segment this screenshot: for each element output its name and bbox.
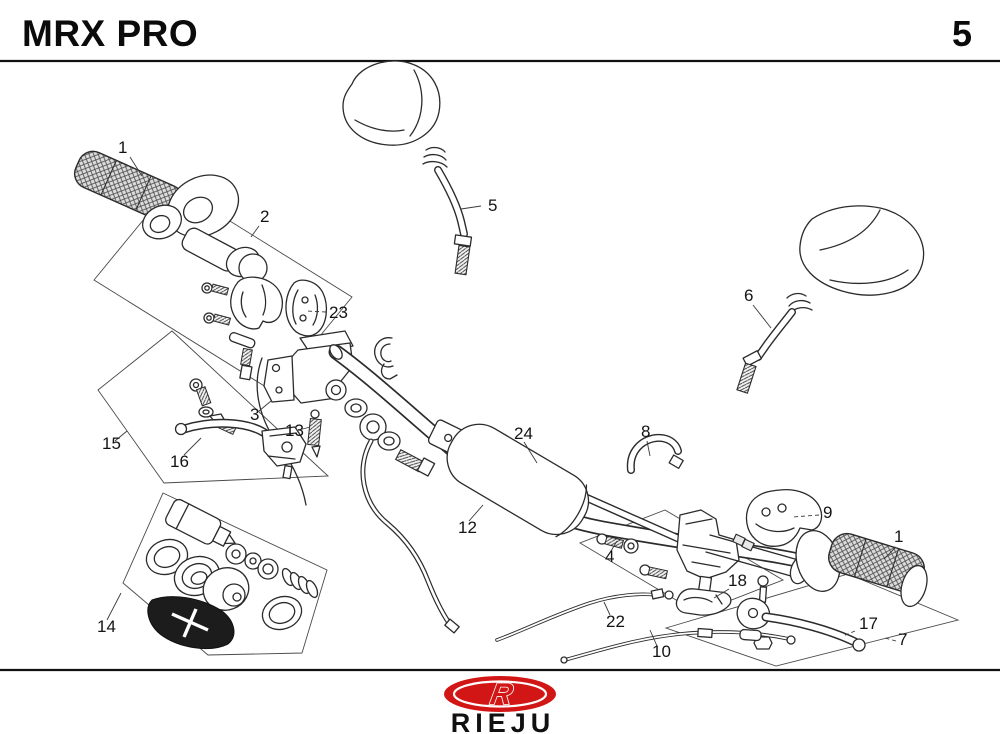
mirror-right: [736, 205, 925, 394]
switch-housing-right: [732, 488, 823, 552]
part-label-4: 4: [605, 547, 614, 566]
grip-left: [73, 150, 240, 238]
grip-right: [795, 529, 928, 608]
logo-oval-inner-ring: [452, 680, 548, 708]
piston-repair-kit: [145, 498, 319, 650]
box-part-15: [97, 330, 330, 484]
part-label-1: 1: [118, 138, 127, 157]
part-label-10: 10: [652, 642, 671, 661]
part-label-7: 7: [898, 630, 907, 649]
throttle-assembly-left: [142, 204, 328, 381]
box-part-7: [664, 573, 960, 667]
part-label-9: 9: [823, 503, 832, 522]
brand-wordmark: RIEJU: [451, 708, 556, 734]
part-label-23: 23: [329, 303, 348, 322]
part-label-6: 6: [744, 286, 753, 305]
part-label-1: 1: [894, 527, 903, 546]
crossbar-pad: [446, 423, 590, 538]
brand-logo: R RIEJU: [444, 676, 556, 734]
clutch-lever: [174, 378, 307, 480]
clamp-strap: [626, 433, 684, 474]
part-label-16: 16: [170, 452, 189, 471]
part-label-22: 22: [606, 612, 625, 631]
part-label-3: 3: [250, 405, 259, 424]
box-part-14: [122, 492, 328, 656]
page-number: 5: [952, 13, 972, 54]
part-label-17: 17: [859, 614, 878, 633]
part-label-24: 24: [514, 424, 533, 443]
throttle-perch-right: [596, 509, 740, 616]
throttle-cable: [560, 627, 796, 664]
part-label-8: 8: [641, 422, 650, 441]
clutch-cable: [495, 588, 674, 642]
part-label-15: 15: [102, 434, 121, 453]
master-cylinder-left: [256, 330, 460, 634]
leader-lines: [106, 156, 897, 647]
spring: [281, 567, 319, 599]
part-label-14: 14: [97, 617, 116, 636]
part-label-12: 12: [458, 518, 477, 537]
part-label-2: 2: [260, 207, 269, 226]
part-label-18: 18: [728, 571, 747, 590]
part-label-5: 5: [488, 196, 497, 215]
handlebar: [328, 344, 830, 574]
mirror-left: [342, 60, 473, 276]
part-label-13: 13: [285, 421, 304, 440]
page-title: MRX PRO: [22, 13, 198, 54]
